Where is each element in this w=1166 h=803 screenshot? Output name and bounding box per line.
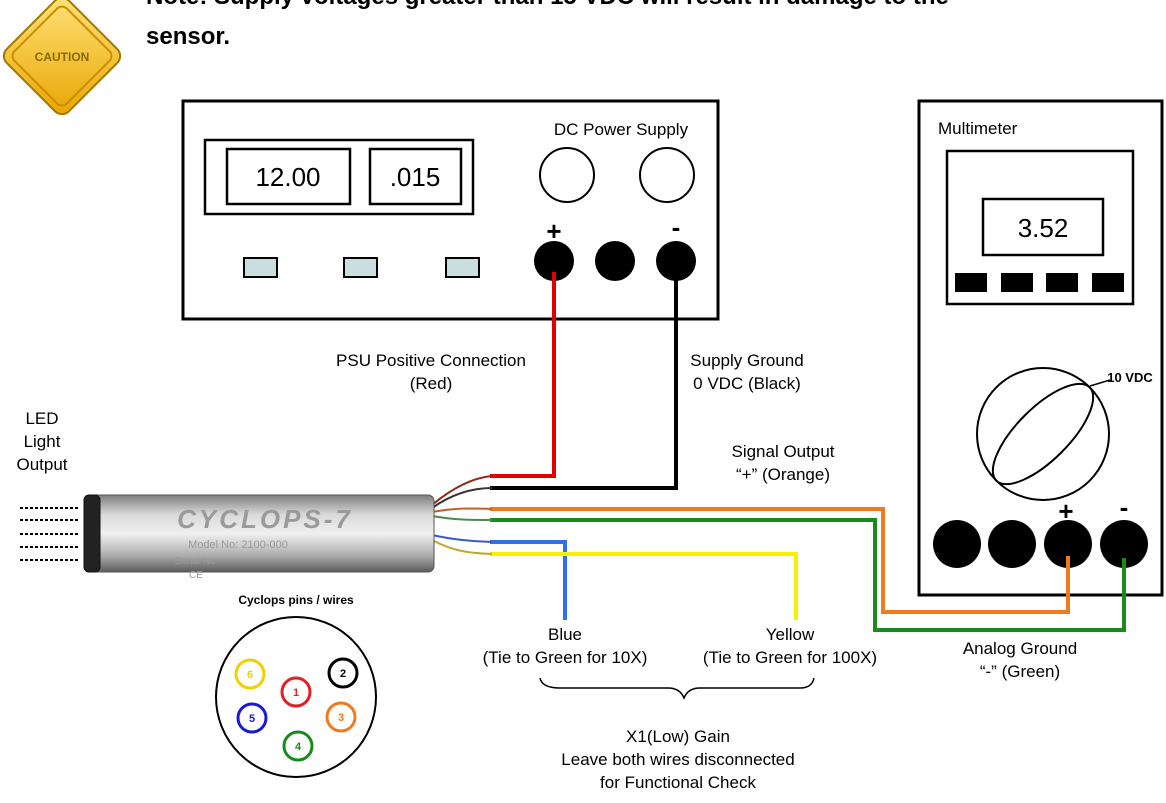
pin-5: 5	[236, 702, 268, 734]
meter-plus-label: +	[1058, 496, 1073, 526]
black-wire	[490, 272, 678, 490]
supply-ground-label-line2: 0 VDC (Black)	[693, 374, 801, 393]
sensor-model: Model No: 2100-000	[188, 539, 288, 551]
voltage-display	[225, 147, 352, 206]
dc-power-supply: DC Power Supply 12.00 .015 + -	[181, 99, 720, 321]
psu-positive-terminal[interactable]	[534, 241, 574, 281]
signal-output-label-line1: Signal Output	[731, 442, 834, 461]
pin-6: 6	[234, 658, 266, 690]
psu-negative-terminal[interactable]	[656, 241, 696, 281]
multimeter-title: Multimeter	[938, 119, 1018, 138]
pin-1-label: 1	[293, 687, 299, 699]
multimeter-display	[981, 197, 1105, 257]
sensor-brand: CYCLOPS-7	[177, 504, 353, 534]
supply-ground-label-line1: Supply Ground	[690, 351, 803, 370]
psu-plus-label: +	[546, 216, 561, 246]
green-wire	[490, 518, 1126, 632]
pin-3-label: 3	[338, 712, 344, 724]
caution-note-line2: sensor.	[146, 23, 230, 50]
yellow-wire-label-line1: Yellow	[766, 625, 815, 644]
gain-brace	[539, 677, 815, 701]
yellow-wire	[490, 552, 798, 620]
voltage-knob[interactable]	[539, 147, 595, 203]
gain-label-line2: Leave both wires disconnected	[561, 750, 794, 769]
power-supply-title: DC Power Supply	[554, 120, 689, 139]
meter-button-1[interactable]	[955, 273, 987, 292]
caution-badge-text: CAUTION	[35, 50, 90, 64]
blue-wire	[490, 540, 567, 620]
led-label-line1: LED	[25, 409, 58, 428]
meter-negative-terminal[interactable]	[1100, 520, 1148, 568]
multimeter: Multimeter 3.52 10 VDC + -	[917, 99, 1164, 597]
caution-icon: CAUTION	[2, 0, 122, 116]
indicator-light-2	[343, 257, 378, 278]
led-label-line3: Output	[16, 455, 67, 474]
psu-ground-terminal[interactable]	[595, 241, 635, 281]
pin-4-label: 4	[295, 741, 302, 753]
pin-2: 2	[327, 657, 359, 689]
meter-terminal-1[interactable]	[933, 520, 981, 568]
meter-minus-label: -	[1120, 492, 1129, 522]
blue-wire-label-line1: Blue	[548, 625, 582, 644]
gain-label-line3: for Functional Check	[600, 773, 756, 792]
sensor-serial: Serial No	[174, 556, 216, 567]
pin-6-label: 6	[247, 669, 253, 681]
voltage-display-value: 12.00	[255, 162, 320, 192]
blue-wire-label-line2: (Tie to Green for 10X)	[483, 648, 648, 667]
signal-output-label-line2: “+” (Orange)	[736, 465, 830, 484]
psu-positive-label-line2: (Red)	[410, 374, 453, 393]
meter-terminal-2[interactable]	[988, 520, 1036, 568]
pin-1: 1	[280, 676, 312, 708]
caution-note-line1: Note: Supply voltages greater than 15 VD…	[146, 0, 949, 10]
range-dial[interactable]	[976, 367, 1111, 501]
pin-4: 4	[282, 730, 314, 762]
gain-label-line1: X1(Low) Gain	[626, 727, 730, 746]
cyclops-sensor: CYCLOPS-7 Model No: 2100-000 Serial No C…	[83, 494, 435, 581]
psu-minus-label: -	[672, 212, 681, 242]
pin-5-label: 5	[249, 713, 255, 725]
orange-wire	[490, 507, 1070, 614]
meter-button-2[interactable]	[1001, 273, 1033, 292]
indicator-light-1	[243, 257, 278, 278]
led-light-rays	[20, 507, 78, 561]
led-label-line2: Light	[24, 432, 61, 451]
red-wire	[490, 272, 556, 478]
meter-button-3[interactable]	[1046, 273, 1078, 292]
wires	[490, 272, 1126, 632]
yellow-wire-label-line2: (Tie to Green for 100X)	[703, 648, 877, 667]
pin-2-label: 2	[340, 668, 346, 680]
meter-positive-terminal[interactable]	[1044, 520, 1092, 568]
psu-positive-label-line1: PSU Positive Connection	[336, 351, 526, 370]
sensor-leads	[431, 475, 493, 555]
pinout-title: Cyclops pins / wires	[238, 593, 354, 607]
dial-setting-label: 10 VDC	[1107, 370, 1153, 385]
current-display	[368, 147, 463, 206]
multimeter-display-value: 3.52	[1018, 213, 1069, 243]
meter-button-4[interactable]	[1092, 273, 1124, 292]
pinout-diagram: 1 2 3 4 5 6	[215, 616, 377, 778]
sensor-ce-mark: CE	[189, 570, 203, 581]
indicator-light-3	[445, 257, 480, 278]
current-display-value: .015	[390, 162, 441, 192]
analog-ground-label-line1: Analog Ground	[963, 639, 1077, 658]
current-knob[interactable]	[639, 147, 695, 203]
analog-ground-label-line2: “-” (Green)	[980, 662, 1060, 681]
pin-3: 3	[325, 701, 357, 733]
